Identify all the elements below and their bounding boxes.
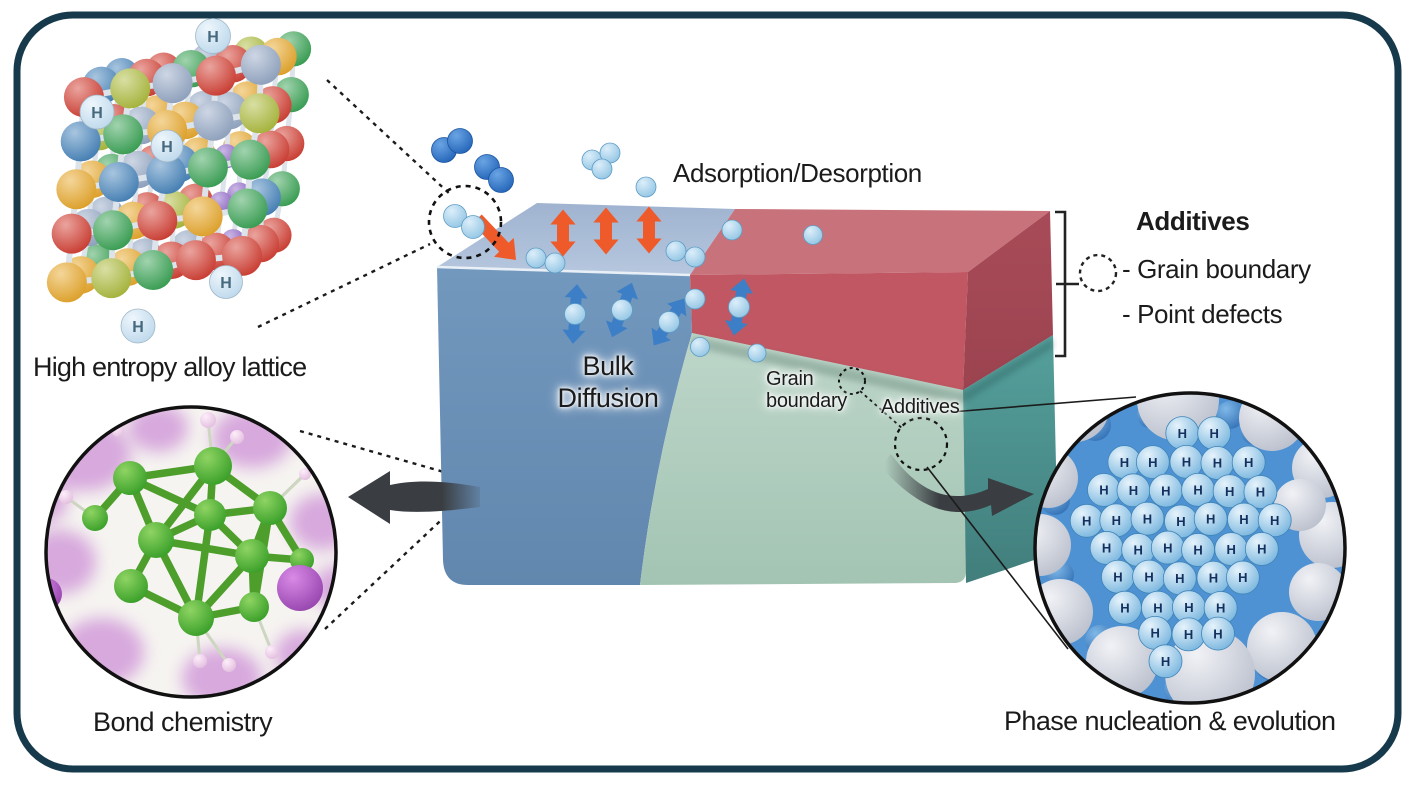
svg-text:H: H bbox=[1182, 455, 1191, 470]
high-entropy-alloy-label: High entropy alloy lattice bbox=[33, 352, 307, 382]
svg-text:H: H bbox=[1206, 512, 1215, 527]
hydride-block bbox=[436, 203, 1058, 594]
svg-text:H: H bbox=[1225, 484, 1234, 499]
svg-text:H: H bbox=[91, 105, 103, 122]
svg-text:H: H bbox=[1178, 426, 1187, 441]
magnifier-arrows bbox=[348, 454, 1034, 524]
svg-text:H: H bbox=[1150, 626, 1159, 641]
svg-text:H: H bbox=[1161, 483, 1170, 498]
legend-dashed-circle bbox=[1078, 253, 1118, 293]
svg-text:H: H bbox=[1175, 571, 1184, 586]
phase-nucleation-label: Phase nucleation & evolution bbox=[1004, 706, 1336, 736]
svg-text:H: H bbox=[1163, 540, 1172, 555]
bond-chemistry-inset bbox=[44, 405, 338, 699]
svg-text:H: H bbox=[1153, 600, 1162, 615]
svg-text:H: H bbox=[1216, 601, 1225, 616]
svg-text:H: H bbox=[161, 139, 173, 156]
svg-text:H: H bbox=[1239, 512, 1248, 527]
svg-text:H: H bbox=[1213, 456, 1222, 471]
svg-text:H: H bbox=[1133, 543, 1142, 558]
additives-face-label: Additives bbox=[881, 396, 960, 418]
svg-text:H: H bbox=[1193, 543, 1202, 558]
svg-text:H: H bbox=[1270, 513, 1279, 528]
svg-text:H: H bbox=[1112, 513, 1121, 528]
svg-text:H: H bbox=[1193, 483, 1202, 498]
legend-item-point-defects: - Point defects bbox=[1122, 299, 1283, 329]
lattice-layer bbox=[46, 44, 281, 303]
svg-text:H: H bbox=[1161, 654, 1170, 669]
svg-text:H: H bbox=[1129, 483, 1138, 498]
svg-text:H: H bbox=[1227, 542, 1236, 557]
bulk-diffusion-line1: Bulk bbox=[582, 351, 634, 381]
svg-text:H: H bbox=[1113, 569, 1122, 584]
svg-text:H: H bbox=[1148, 455, 1157, 470]
svg-text:H: H bbox=[207, 29, 219, 46]
svg-text:H: H bbox=[1099, 483, 1108, 498]
svg-text:H: H bbox=[1184, 600, 1193, 615]
svg-text:H: H bbox=[1102, 541, 1111, 556]
grain-boundary-line2: boundary bbox=[766, 389, 847, 412]
svg-text:H: H bbox=[132, 319, 144, 336]
svg-text:H: H bbox=[1144, 569, 1153, 584]
additives-legend-marks bbox=[1055, 210, 1118, 358]
adsorption-desorption-label: Adsorption/Desorption bbox=[673, 158, 922, 188]
surface-molecules bbox=[427, 128, 657, 260]
svg-text:H: H bbox=[1213, 626, 1222, 641]
svg-text:H: H bbox=[1082, 513, 1091, 528]
svg-text:H: H bbox=[1257, 542, 1266, 557]
svg-text:H: H bbox=[220, 275, 232, 292]
legend-item-grain-boundary: - Grain boundary bbox=[1122, 254, 1311, 284]
svg-text:H: H bbox=[1120, 600, 1129, 615]
grain-boundary-face-label: Grain boundary bbox=[766, 368, 847, 412]
svg-text:H: H bbox=[1209, 570, 1218, 585]
svg-text:H: H bbox=[1238, 570, 1247, 585]
frame-border bbox=[13, 11, 1402, 773]
arrow-to-bond-chemistry bbox=[348, 471, 480, 524]
svg-text:H: H bbox=[1209, 426, 1218, 441]
grain-boundary-line1: Grain bbox=[766, 368, 814, 390]
svg-text:H: H bbox=[1184, 627, 1193, 642]
svg-text:H: H bbox=[1176, 514, 1185, 529]
grain-boundary-markers bbox=[838, 367, 949, 472]
bulk-diffusion-line2: Diffusion bbox=[557, 383, 659, 414]
arrow-to-phase-nucleation bbox=[880, 454, 1034, 516]
svg-text:H: H bbox=[1143, 511, 1152, 526]
hea-lattice-illustration: H H H H H bbox=[46, 18, 312, 344]
bond-chemistry-label: Bond chemistry bbox=[93, 707, 273, 737]
bulk-diffusion-label: Bulk Diffusion bbox=[533, 350, 683, 415]
h2-magnifier-circle bbox=[427, 184, 503, 260]
phase-cone-lines bbox=[926, 396, 1137, 650]
svg-text:H: H bbox=[1244, 455, 1253, 470]
legend-title: Additives bbox=[1136, 206, 1250, 236]
svg-text:H: H bbox=[1120, 455, 1129, 470]
svg-text:H: H bbox=[1256, 485, 1265, 500]
